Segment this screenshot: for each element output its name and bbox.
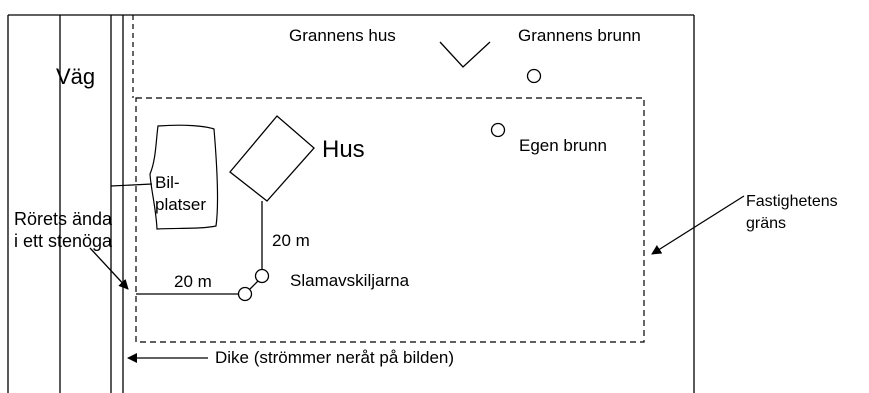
distance-horizontal-label: 20 m: [174, 272, 212, 291]
parking-connector-line: [110, 183, 153, 187]
distance-vertical-label: 20 m: [272, 231, 310, 250]
parking-label-line2: platser: [155, 195, 207, 214]
property-line-label-line2: gräns: [746, 215, 787, 232]
property-boundary: [135, 97, 645, 343]
septic-tank-1: [254, 268, 270, 284]
pipe-end-arrow: [89, 247, 129, 290]
ditch-label: Dike (strömmer neråt på bilden): [215, 348, 455, 367]
parking-area: [149, 124, 219, 230]
road-label: Väg: [56, 64, 96, 89]
neighbor-well-label: Grannens brunn: [518, 26, 641, 45]
septic-tank-2: [237, 286, 253, 302]
own-well-label: Egen brunn: [519, 136, 607, 155]
neighbor-house-symbol: [439, 41, 491, 68]
property-line-label-line1: Fastighetens: [746, 193, 838, 210]
house-label: Hus: [322, 136, 365, 163]
neighbor-house-label: Grannens hus: [289, 26, 396, 45]
pipe-tank-link: [249, 280, 259, 290]
parking-label-line1: Bil-: [155, 173, 180, 192]
own-well-symbol: [490, 122, 506, 138]
pipe-end-label-line1: Rörets ända: [14, 209, 113, 229]
neighbor-well-symbol: [526, 68, 542, 84]
septic-tanks-label: Slamavskiljarna: [290, 271, 410, 290]
house-symbol: [229, 115, 315, 202]
pipe-end-label-line2: i ett stenöga: [14, 231, 113, 251]
boundary-arrow: [651, 195, 745, 255]
